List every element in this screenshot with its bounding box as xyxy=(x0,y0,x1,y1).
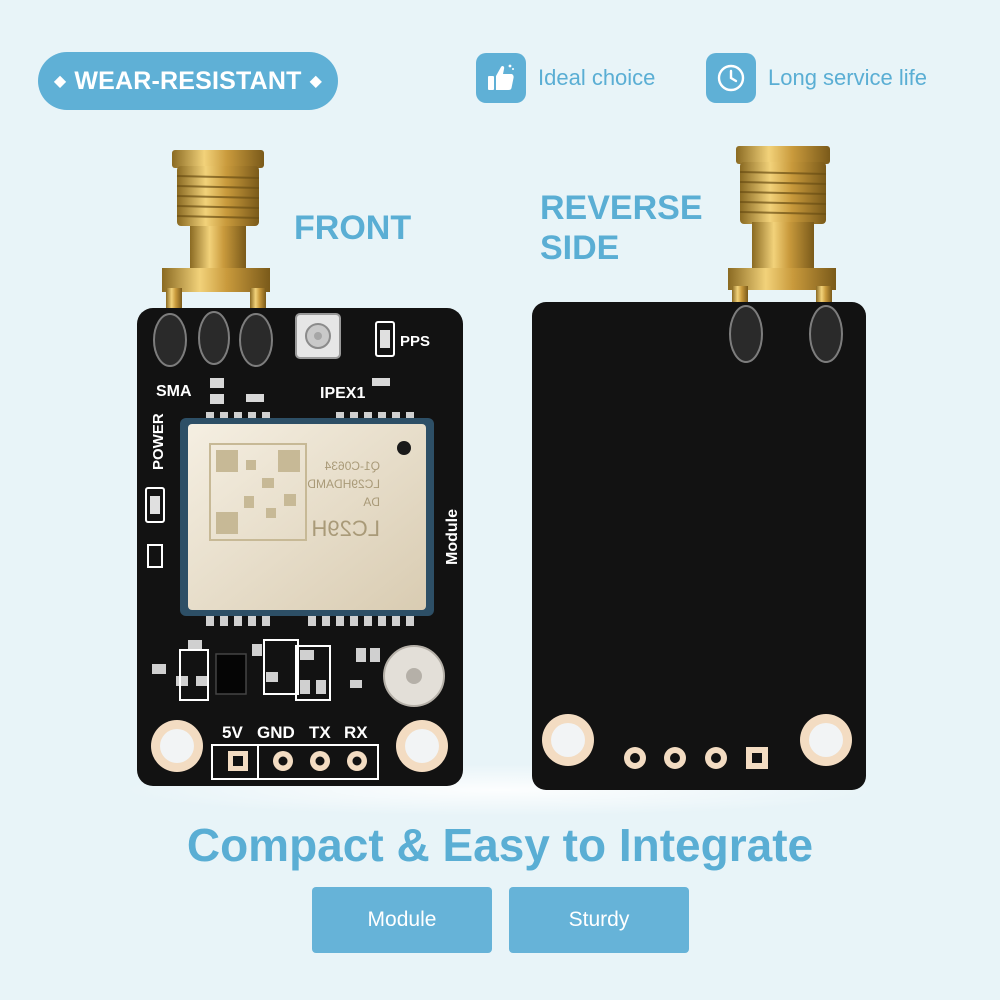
pin-label-rx: RX xyxy=(344,723,368,742)
pin-label-tx: TX xyxy=(309,723,331,742)
module-button[interactable]: Module xyxy=(312,887,492,953)
module-silkscreen: Module xyxy=(444,509,461,565)
feature-long-service-life: Long service life xyxy=(706,53,927,103)
reverse-side-label: REVERSE SIDE xyxy=(540,189,703,267)
power-silkscreen: POWER xyxy=(150,413,167,470)
thumbs-up-icon xyxy=(476,53,526,103)
diamond-right-icon: ◆ xyxy=(309,73,323,90)
feature-label: Ideal choice xyxy=(538,65,656,90)
feature-ideal-choice: Ideal choice xyxy=(476,53,655,103)
svg-text:LC29HDAMD: LC29HDAMD xyxy=(307,477,380,491)
feature-label: Long service life xyxy=(768,65,927,90)
pin-label-5v: 5V xyxy=(222,723,243,742)
badge-label: WEAR-RESISTANT xyxy=(74,66,302,95)
sturdy-button[interactable]: Sturdy xyxy=(509,887,689,953)
svg-text:LC29H: LC29H xyxy=(312,516,380,541)
svg-text:DA: DA xyxy=(363,495,380,509)
front-board: PPS SMA IPEX1 POWER xyxy=(137,150,463,786)
clock-icon xyxy=(706,53,756,103)
svg-text:Q1-C0634: Q1-C0634 xyxy=(324,459,380,473)
tagline: Compact & Easy to Integrate xyxy=(186,819,814,871)
sma-connector-front xyxy=(162,150,270,314)
pin-label-gnd: GND xyxy=(257,723,295,742)
wear-resistant-badge: ◆ WEAR-RESISTANT ◆ xyxy=(38,52,338,110)
reverse-board xyxy=(532,146,866,790)
diamond-left-icon: ◆ xyxy=(53,73,67,90)
front-label: FRONT xyxy=(294,209,412,247)
sma-silkscreen: SMA xyxy=(156,383,192,400)
pps-silkscreen: PPS xyxy=(400,333,430,350)
ipex-silkscreen: IPEX1 xyxy=(320,385,365,402)
